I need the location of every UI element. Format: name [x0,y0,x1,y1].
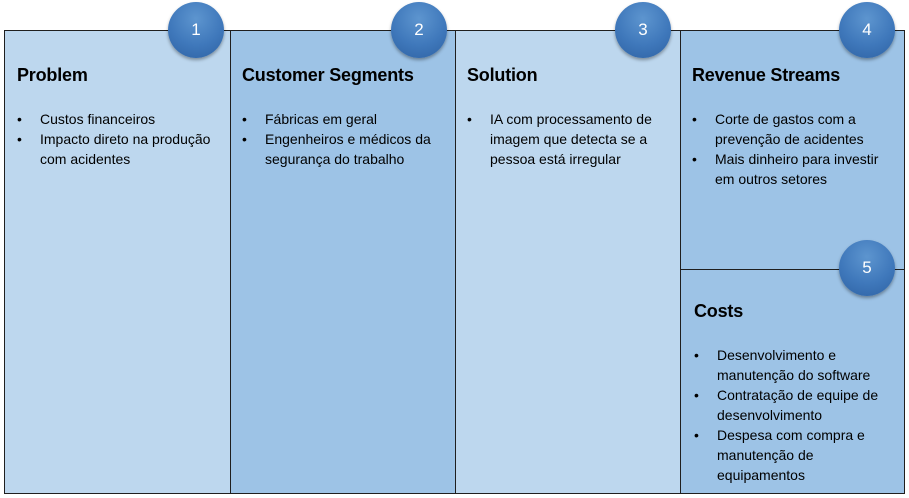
problem-panel: Problem Custos financeiros Impacto diret… [4,30,231,494]
revenue-streams-panel: Revenue Streams Corte de gastos com a pr… [680,30,905,270]
step-badge-1: 1 [168,2,224,58]
solution-title: Solution [467,65,538,85]
step-badge-3: 3 [615,2,671,58]
step-badge-2: 2 [391,2,447,58]
problem-title: Problem [17,65,88,85]
list-item: Engenheiros e médicos da segurança do tr… [242,129,449,169]
list-item: Mais dinheiro para investir em outros se… [692,149,898,189]
list-item: Desenvolvimento e manutenção do software [694,345,900,385]
list-item: Corte de gastos com a prevenção de acide… [692,109,898,149]
customer-segments-title: Customer Segments [242,65,414,85]
list-item: Contratação de equipe de desenvolvimento [694,385,900,425]
list-item: Impacto direto na produção com acidentes [17,129,224,169]
list-item: IA com processamento de imagem que detec… [467,109,674,169]
revenue-streams-list: Corte de gastos com a prevenção de acide… [692,109,898,189]
costs-panel: Costs Desenvolvimento e manutenção do so… [680,269,905,494]
customer-segments-list: Fábricas em geral Engenheiros e médicos … [242,109,449,169]
solution-panel: Solution IA com processamento de imagem … [455,30,681,494]
list-item: Fábricas em geral [242,109,449,129]
problem-list: Custos financeiros Impacto direto na pro… [17,109,224,169]
solution-list: IA com processamento de imagem que detec… [467,109,674,169]
costs-list: Desenvolvimento e manutenção do software… [694,345,900,485]
list-item: Custos financeiros [17,109,224,129]
list-item: Despesa com compra e manutenção de equip… [694,425,900,485]
customer-segments-panel: Customer Segments Fábricas em geral Enge… [230,30,456,494]
step-badge-4: 4 [839,2,895,58]
step-badge-5: 5 [839,240,895,296]
costs-title: Costs [694,301,744,321]
revenue-streams-title: Revenue Streams [692,65,841,85]
